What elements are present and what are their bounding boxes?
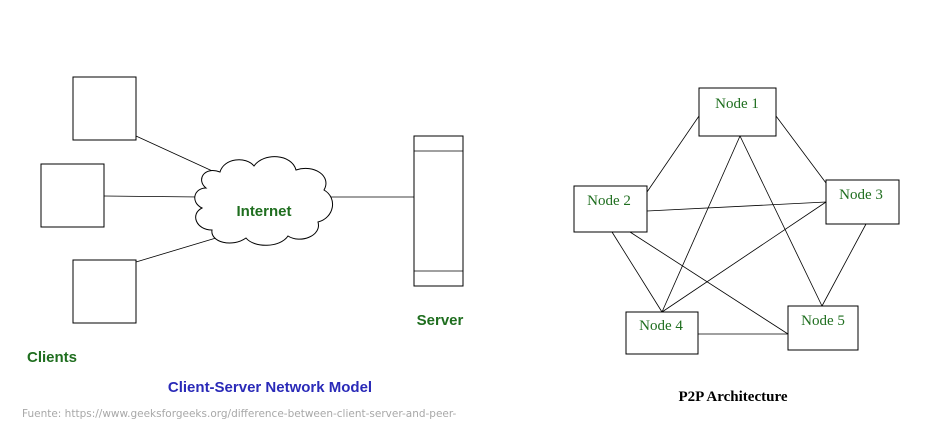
server-label: Server: [417, 312, 464, 329]
node-2-label: Node 2: [587, 193, 631, 209]
client-box-3: [72, 259, 137, 324]
node-5-label: Node 5: [801, 313, 845, 329]
edge-node1-node3: [775, 115, 827, 184]
p2p-diagram: Node 1 Node 2 Node 3 Node 4 Node 5 P2P A…: [573, 87, 900, 405]
internet-cloud-icon: [194, 156, 333, 246]
client-server-diagram: Internet Server Clients Client-Server Ne…: [27, 76, 464, 396]
source-caption: Fuente: https://www.geeksforgeeks.org/di…: [22, 408, 457, 420]
edge-node1-node5: [739, 135, 823, 307]
edge-node2-node5: [629, 231, 789, 335]
node-4-label: Node 4: [639, 318, 683, 334]
client-2-link: [103, 195, 201, 198]
p2p-title: P2P Architecture: [679, 389, 788, 405]
node-4-box: [625, 311, 699, 355]
edge-node3-node4: [661, 201, 827, 313]
edge-node1-node2: [646, 115, 700, 193]
node-2-box: [573, 185, 648, 233]
node-3-box: [825, 179, 900, 225]
node-3-label: Node 3: [839, 187, 883, 203]
edge-node2-node3: [646, 201, 827, 212]
client-server-title: Client-Server Network Model: [168, 379, 372, 396]
node-5-box: [787, 305, 859, 351]
clients-label: Clients: [27, 349, 77, 366]
internet-label: Internet: [236, 203, 291, 220]
node-1-box: [698, 87, 777, 137]
client-3-link: [135, 234, 227, 263]
edge-node3-node5: [821, 223, 867, 307]
client-box-1: [72, 76, 137, 141]
server-tower: [413, 135, 464, 287]
client-box-2: [40, 163, 105, 228]
edge-node2-node4: [611, 231, 663, 313]
edge-node1-node4: [661, 135, 741, 313]
node-1-label: Node 1: [715, 96, 759, 112]
